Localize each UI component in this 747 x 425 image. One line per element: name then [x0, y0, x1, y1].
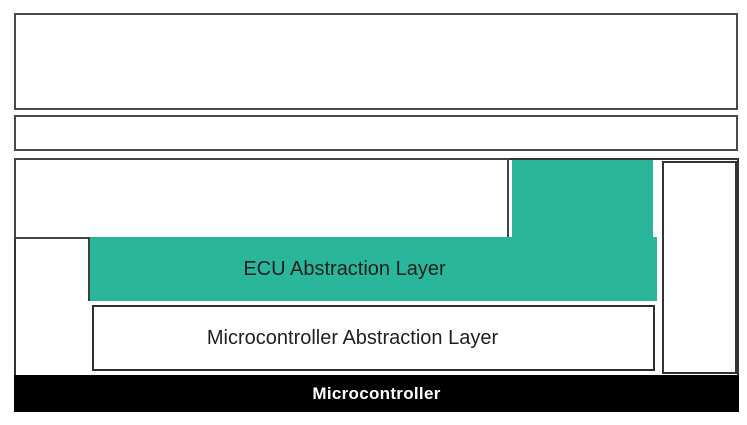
runtime-environment-box — [14, 115, 738, 151]
ecu-abstraction-layer-label: ECU Abstraction Layer — [243, 257, 446, 280]
complex-drivers-box — [662, 161, 737, 374]
services-layer-box — [14, 158, 509, 239]
microcontroller-label: Microcontroller — [312, 383, 441, 403]
basic-software-container: ECU Abstraction Layer Microcontroller Ab… — [14, 158, 739, 412]
application-layer-box — [14, 13, 738, 110]
microcontroller-abstraction-layer-label: Microcontroller Abstraction Layer — [206, 326, 499, 349]
microcontroller-bar: Microcontroller — [14, 375, 739, 412]
microcontroller-abstraction-layer-box: Microcontroller Abstraction Layer — [92, 305, 655, 371]
ecu-abstraction-layer-box: ECU Abstraction Layer — [88, 237, 657, 301]
